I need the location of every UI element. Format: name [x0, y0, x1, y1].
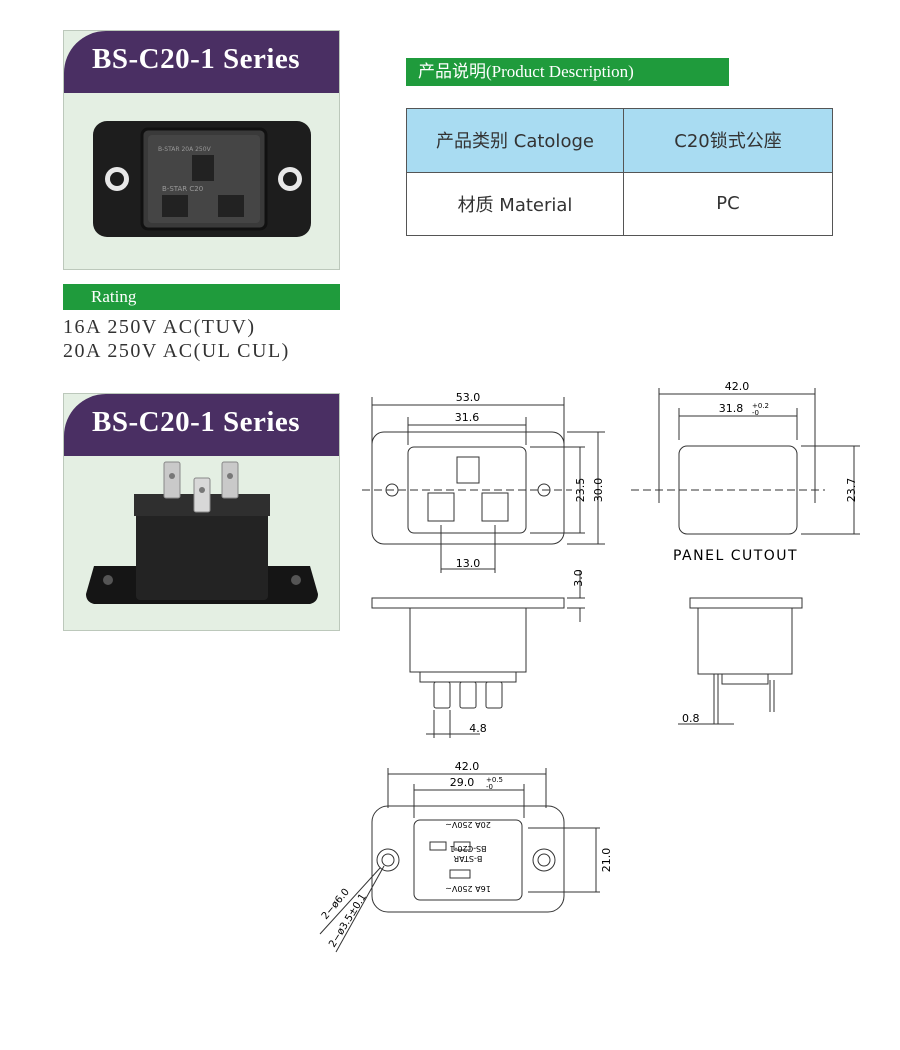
- marking-text: BS-C20-1: [449, 844, 486, 853]
- tolerance-label: +0.2: [752, 402, 769, 410]
- panel-cutout-label: PANEL CUTOUT: [673, 548, 798, 564]
- dim-label: 23.5: [574, 478, 587, 503]
- panel-cutout-drawing: 42.0 31.8 +0.2 -0 23.7 PANEL CUTOUT: [631, 380, 860, 564]
- side-view-drawing: 3.0 4.8: [371, 569, 585, 738]
- svg-text:B-STAR C20: B-STAR C20: [162, 185, 203, 193]
- table-row: 材质 Material PC: [406, 171, 833, 236]
- dim-label: 53.0: [456, 391, 481, 404]
- table-cell-label: 材质 Material: [406, 171, 624, 236]
- table-cell-label: 产品类别 Catologe: [406, 108, 624, 173]
- tolerance-label: -0: [752, 409, 759, 417]
- series-card-bottom: BS-C20-1 Series: [63, 393, 340, 631]
- product-description-heading: 产品说明(Product Description): [406, 58, 729, 86]
- series-title: BS-C20-1 Series: [92, 406, 301, 438]
- dim-label: 4.8: [469, 722, 487, 735]
- series-card-top: BS-C20-1 Series B-STAR 20A 250V B-STAR C…: [63, 30, 340, 270]
- series-title: BS-C20-1 Series: [92, 43, 301, 75]
- back-view-drawing: 42.0 29.0 +0.5 -0 21.0 2−ø6.0 2−ø3.5±0.1…: [319, 760, 613, 953]
- svg-text:B-STAR 20A 250V: B-STAR 20A 250V: [158, 146, 212, 153]
- dim-label: 13.0: [456, 557, 481, 570]
- tolerance-label: -0: [486, 783, 493, 791]
- front-view-drawing: 53.0 31.6 23.5 30.0 13.0: [362, 391, 605, 573]
- dim-label: 29.0: [450, 776, 475, 789]
- product-description-text: 产品说明(Product Description): [418, 62, 634, 81]
- dim-label: 31.6: [455, 411, 480, 424]
- marking-text: 20A 250V~: [445, 820, 491, 829]
- dim-label: 21.0: [600, 848, 613, 873]
- rating-line: 16A 250V AC(TUV): [63, 316, 256, 338]
- dim-label: 31.8: [719, 402, 744, 415]
- dim-label: 42.0: [725, 380, 750, 393]
- socket-front-photo: B-STAR 20A 250V B-STAR C20: [93, 121, 311, 237]
- marking-text: 16A 250V~: [445, 884, 491, 893]
- dim-label: 23.7: [845, 478, 858, 503]
- dim-label: 30.0: [592, 478, 605, 503]
- dim-label: 42.0: [455, 760, 480, 773]
- dim-label: 0.8: [682, 712, 700, 725]
- table-row: 产品类别 Catologe C20锁式公座: [406, 108, 833, 173]
- table-cell-value: PC: [623, 171, 833, 236]
- rating-heading-text: Rating: [91, 287, 137, 306]
- rating-heading: Rating: [63, 284, 340, 310]
- spec-table: 产品类别 Catologe C20锁式公座 材质 Material PC: [406, 108, 833, 236]
- series-header: BS-C20-1 Series: [64, 394, 339, 456]
- table-cell-value: C20锁式公座: [623, 108, 833, 173]
- side-view-2-drawing: 0.8: [678, 597, 803, 725]
- series-header: BS-C20-1 Series: [64, 31, 339, 93]
- rating-line: 20A 250V AC(UL CUL): [63, 340, 290, 362]
- dim-label: 3.0: [572, 569, 585, 587]
- marking-text: B-STAR: [453, 854, 482, 863]
- socket-rear-photo: [86, 461, 318, 604]
- tolerance-label: +0.5: [486, 776, 503, 784]
